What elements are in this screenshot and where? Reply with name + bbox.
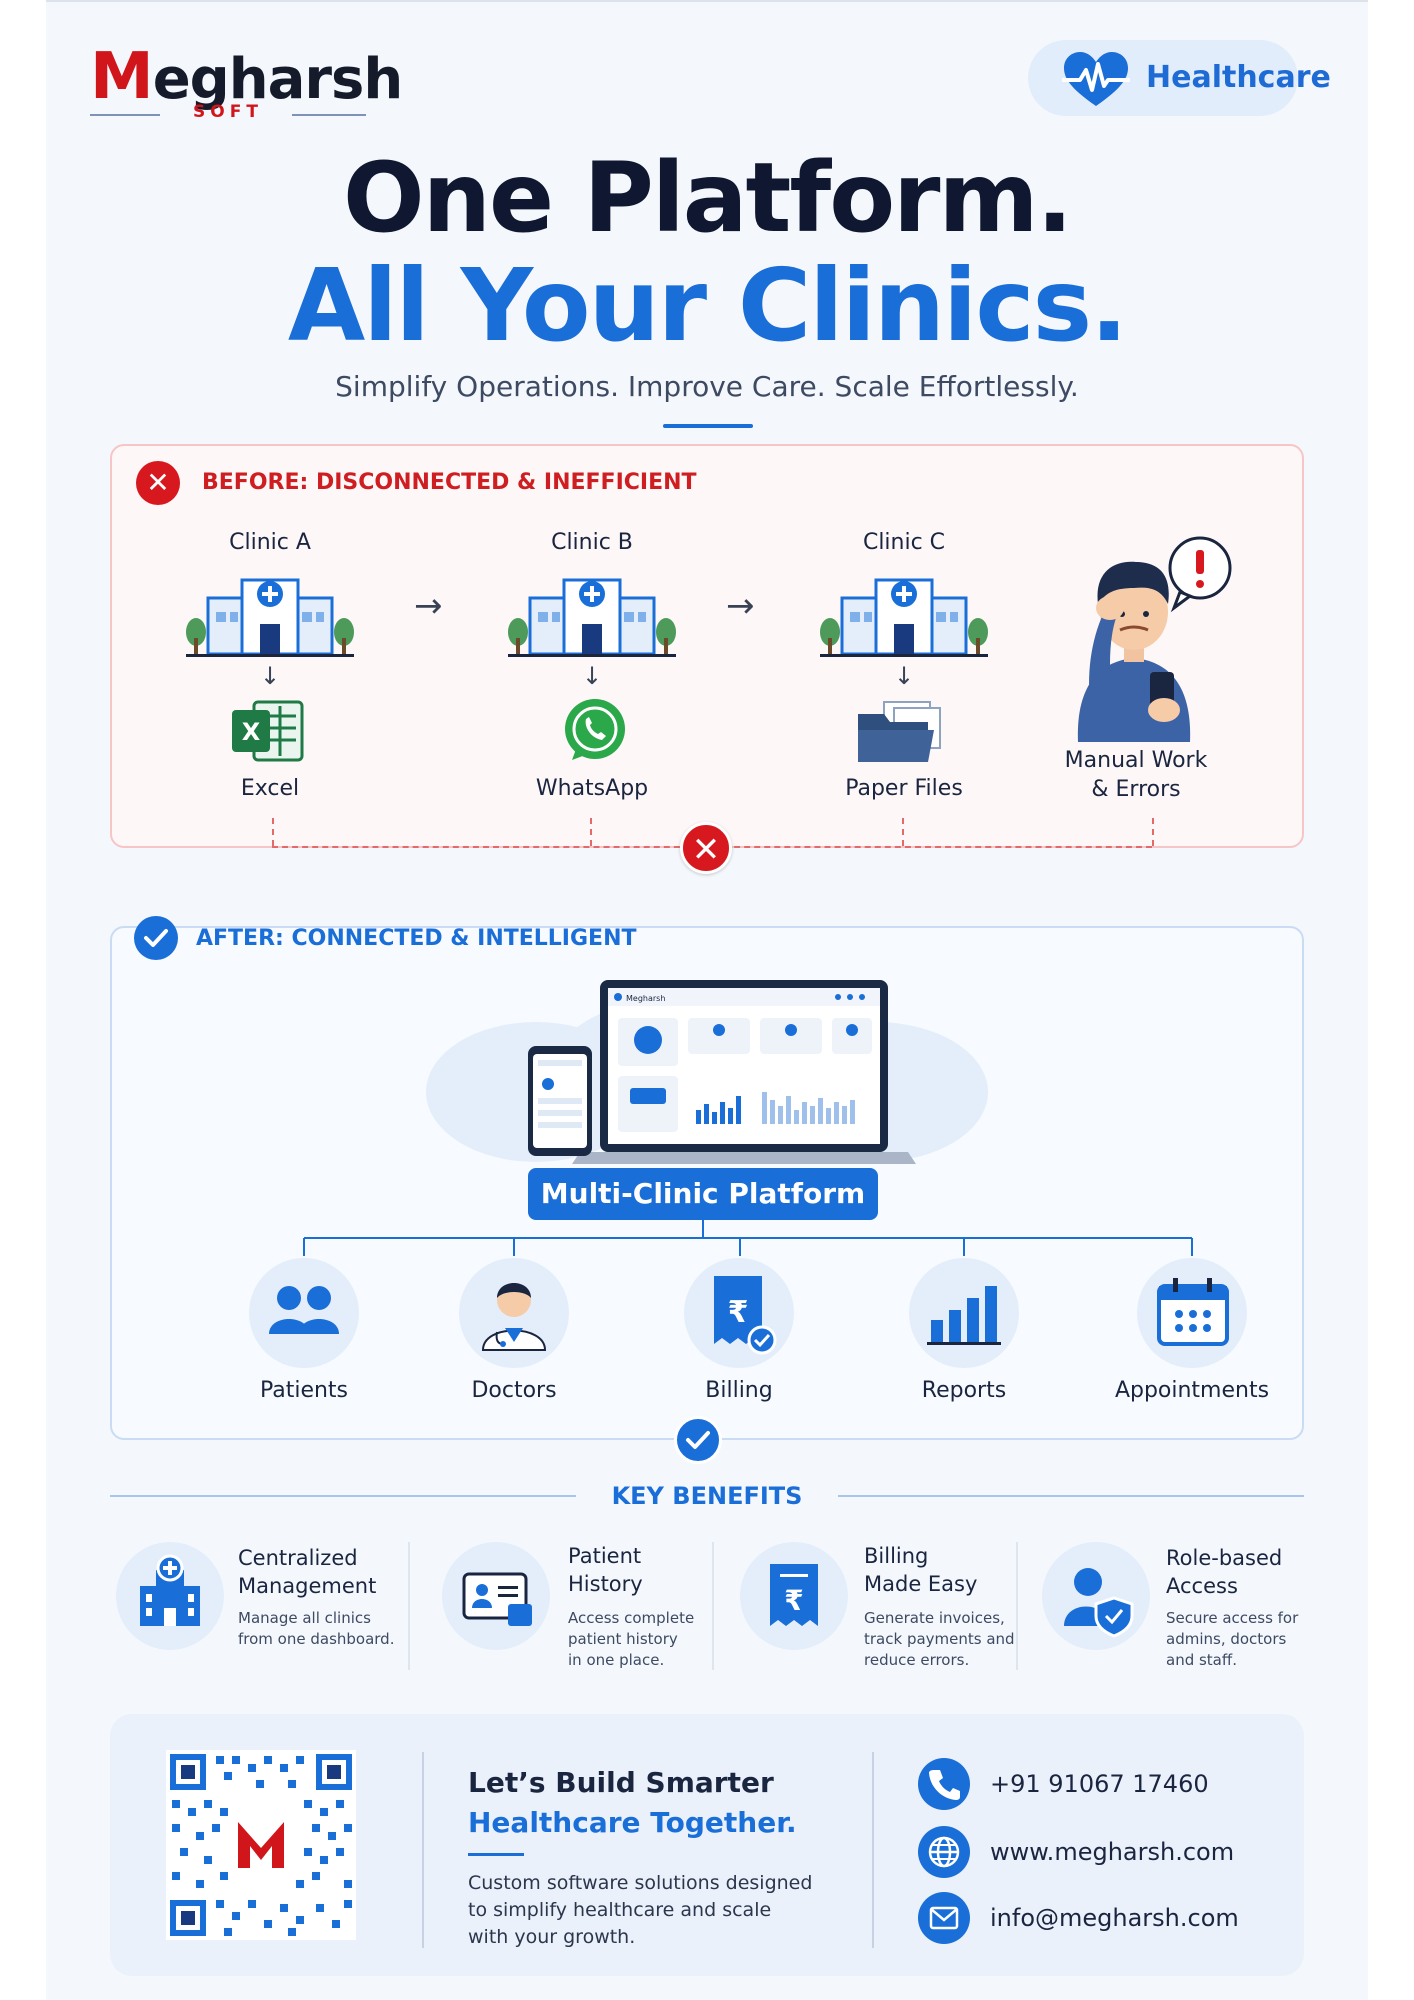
logo-divider-right (292, 114, 366, 116)
connector-lines (303, 1220, 1193, 1256)
arrow-right-icon: → (414, 586, 443, 626)
cta-line2: Healthcare Together. (468, 1806, 797, 1839)
excel-icon: X (232, 700, 304, 762)
after-title: AFTER: CONNECTED & INTELLIGENT (196, 926, 637, 951)
disconnect-line (272, 818, 274, 846)
hospital-icon (820, 578, 988, 657)
clinic-label-c: Clinic C (862, 530, 946, 555)
clinic-label-b: Clinic B (551, 530, 633, 555)
whatsapp-icon (565, 699, 625, 760)
arrow-down-icon: ↓ (582, 662, 603, 690)
brand-initial: M (90, 40, 154, 114)
tool-label-paper: Paper Files (845, 776, 963, 801)
billing-icon: ₹ (770, 1564, 818, 1626)
healthcare-pill-label: Healthcare (1146, 60, 1331, 95)
cta-underline (468, 1853, 524, 1856)
appointments-feature[interactable] (1137, 1258, 1247, 1368)
doctors-feature[interactable] (459, 1258, 569, 1368)
brand-logo[interactable]: Megharsh (90, 40, 404, 114)
svg-text:X: X (242, 718, 261, 746)
feature-label-billing: Billing (705, 1378, 773, 1403)
footer-separator (422, 1752, 424, 1948)
heart-pulse-icon (1062, 52, 1130, 106)
benefits-divider-left (110, 1495, 576, 1497)
feature-label-doctors: Doctors (471, 1378, 557, 1403)
patients-icon (269, 1286, 339, 1334)
hero-title-line2: All Your Clinics. (287, 247, 1128, 364)
stressed-person-icon (1077, 536, 1232, 742)
hero-subtitle: Simplify Operations. Improve Care. Scale… (335, 370, 1079, 403)
multi-clinic-platform-button[interactable]: Multi-Clinic Platform (528, 1168, 878, 1220)
manual-work-label: Manual Work& Errors (1064, 748, 1208, 802)
check-icon (134, 916, 178, 960)
arrow-down-icon: ↓ (894, 662, 915, 690)
globe-icon[interactable] (918, 1826, 970, 1878)
email-link[interactable]: info@megharsh.com (990, 1904, 1239, 1932)
check-icon (674, 1416, 722, 1464)
disconnect-x-icon: ✕ (680, 822, 732, 874)
phone-number[interactable]: +91 91067 17460 (990, 1770, 1209, 1798)
infographic-page: Megharsh SOFT Healthcare One Platform. A… (46, 0, 1368, 2000)
logo-divider-left (90, 114, 160, 116)
billing-icon: ₹ (714, 1276, 777, 1355)
benefit-billing: ₹ (740, 1542, 848, 1650)
hero-underline (663, 424, 753, 428)
feature-label-patients: Patients (259, 1378, 349, 1403)
phone-icon[interactable] (918, 1758, 970, 1810)
patient-card-icon (462, 1572, 532, 1626)
benefit-separator (712, 1542, 714, 1670)
billing-feature[interactable]: ₹ (684, 1258, 794, 1368)
hospital-icon (140, 1554, 200, 1626)
feature-label-reports: Reports (921, 1378, 1007, 1403)
benefit-centralized (116, 1542, 224, 1650)
disconnect-line (590, 818, 592, 846)
benefit-patient-history (442, 1542, 550, 1650)
hero-title-line1: One Platform. (343, 142, 1073, 254)
cta-line1: Let’s Build Smarter (468, 1766, 774, 1799)
benefit-role-access (1042, 1542, 1150, 1650)
footer-separator (872, 1752, 874, 1948)
hospital-icon (186, 578, 354, 657)
mail-icon[interactable] (918, 1892, 970, 1944)
laptop-dashboard-illustration: Megharsh (528, 980, 916, 1164)
tool-label-whatsapp: WhatsApp (535, 776, 649, 801)
calendar-icon (1157, 1278, 1229, 1346)
folder-icon (858, 701, 941, 762)
svg-text:₹: ₹ (784, 1584, 803, 1617)
reports-feature[interactable] (909, 1258, 1019, 1368)
website-link[interactable]: www.megharsh.com (990, 1838, 1235, 1866)
brand-sub: SOFT (193, 102, 263, 122)
benefit-separator (1016, 1542, 1018, 1670)
arrow-right-icon: → (726, 586, 755, 626)
hospital-icon (508, 578, 676, 657)
benefit-separator (408, 1542, 410, 1670)
error-x-icon: ✕ (136, 461, 180, 505)
laptop-brand-label: Megharsh (626, 994, 665, 1003)
before-title: BEFORE: DISCONNECTED & INEFFICIENT (202, 470, 697, 495)
doctor-icon (481, 1283, 547, 1351)
clinic-label-a: Clinic A (229, 530, 311, 555)
reports-icon (927, 1286, 1001, 1345)
disconnect-line (1152, 818, 1154, 846)
user-shield-icon (1064, 1568, 1134, 1638)
benefits-divider-right (838, 1495, 1304, 1497)
tool-label-excel: Excel (240, 776, 300, 801)
patients-feature[interactable] (249, 1258, 359, 1368)
disconnect-line (902, 818, 904, 846)
benefits-title: KEY BENEFITS (611, 1482, 803, 1510)
brand-name: egharsh (152, 47, 404, 112)
qr-code[interactable] (166, 1750, 356, 1940)
feature-label-appointments: Appointments (1114, 1378, 1270, 1403)
svg-text:₹: ₹ (728, 1295, 749, 1330)
arrow-down-icon: ↓ (260, 662, 281, 690)
